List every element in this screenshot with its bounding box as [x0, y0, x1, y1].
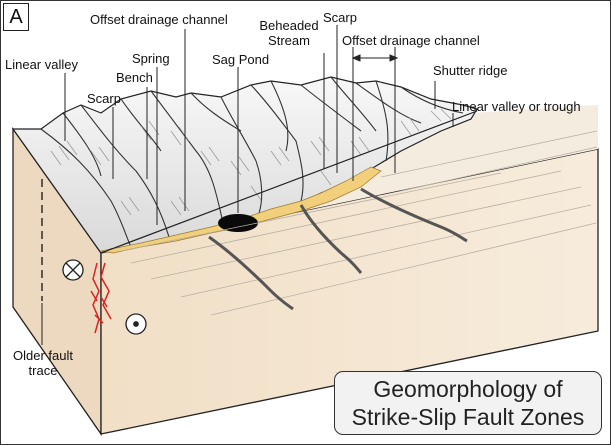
label-linear-valley-or-trough: Linear valley or trough [452, 99, 581, 114]
title-line-2: Strike-Slip Fault Zones [351, 404, 585, 430]
lowland-streaks [120, 130, 598, 316]
label-offset-drainage-channel-left: Offset drainage channel [90, 12, 228, 27]
active-fault-trace [100, 110, 478, 254]
title-box: Geomorphology of Strike-Slip Fault Zones [334, 371, 602, 435]
label-older-fault-trace: Older fault trace [13, 348, 73, 378]
label-offset-drainage-channel-right: Offset drainage channel [342, 33, 480, 48]
title-line-1: Geomorphology of [373, 376, 563, 402]
label-bench: Bench [116, 70, 153, 85]
label-beheaded-stream: Beheaded Stream [259, 18, 319, 48]
panel-letter: A [3, 3, 29, 31]
leader-lines [41, 25, 454, 345]
toward-symbol [125, 313, 147, 335]
offset-arrow [351, 54, 399, 62]
offset-channels [208, 187, 468, 311]
sag-pond [218, 214, 258, 232]
fault-fractures [90, 262, 112, 334]
label-spring: Spring [132, 51, 170, 66]
label-shutter-ridge: Shutter ridge [433, 63, 508, 78]
label-sag-pond: Sag Pond [212, 52, 270, 67]
terrain-shading [50, 108, 452, 216]
away-symbol [62, 259, 84, 281]
label-scarp-top: Scarp [323, 10, 357, 25]
label-scarp-left: Scarp [87, 91, 121, 106]
label-linear-valley: Linear valley [5, 57, 78, 72]
